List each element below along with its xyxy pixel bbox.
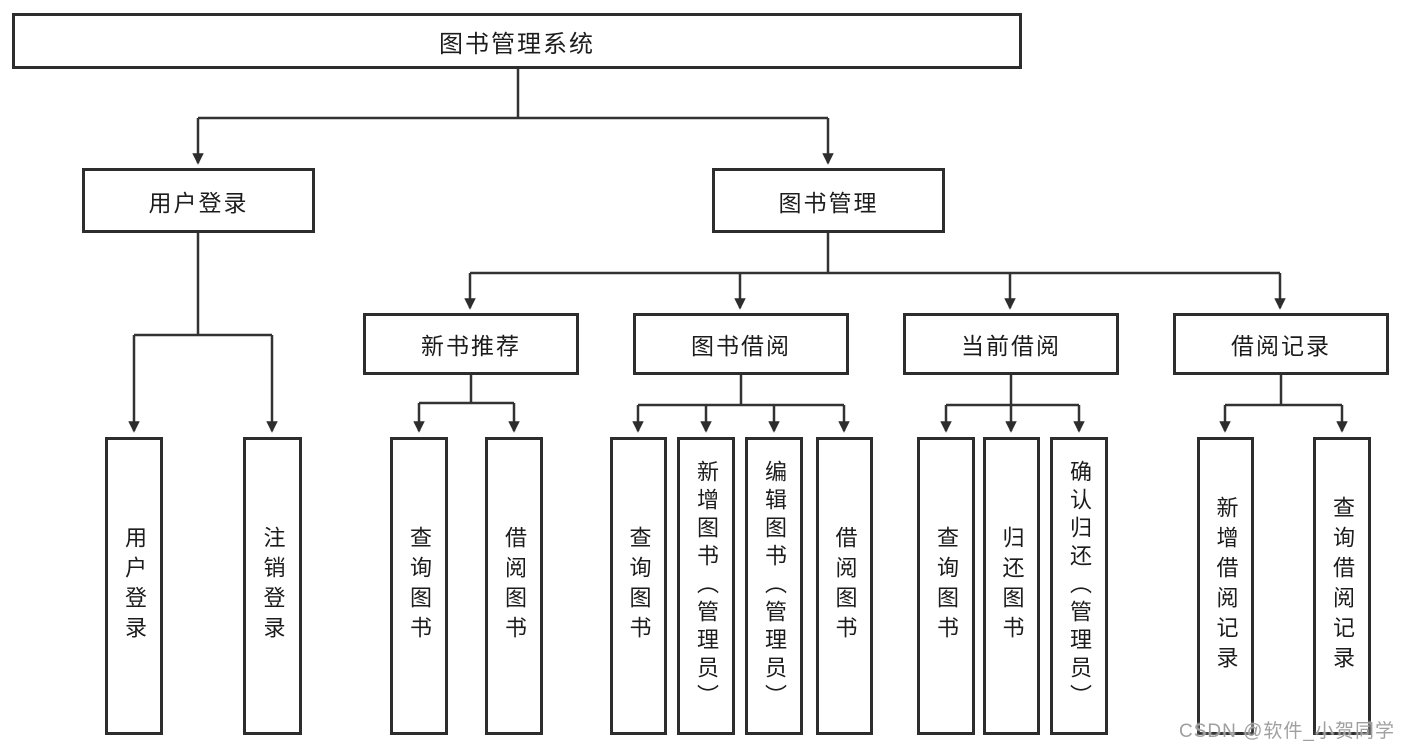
leaf-return-book: 归还图书 [983,437,1040,735]
leaf-edit-book-admin-label: 编辑图书（管理员） [762,460,787,712]
leaf-query-book-borrow: 查询图书 [610,437,667,735]
leaf-query-borrow-record-label: 查询借阅记录 [1330,496,1355,676]
leaf-add-borrow-record-label: 新增借阅记录 [1213,496,1239,676]
leaf-confirm-return-admin-label: 确认归还（管理员） [1067,460,1092,712]
leaf-logout: 注销登录 [243,437,302,735]
leaf-add-book-admin-label: 新增图书（管理员） [694,460,719,712]
node-book-borrow: 图书借阅 [633,313,849,375]
node-user-login: 用户登录 [82,168,315,233]
leaf-logout-label: 注销登录 [260,526,286,646]
node-borrow-records: 借阅记录 [1173,313,1389,375]
node-current-borrow: 当前借阅 [903,313,1119,375]
csdn-watermark: CSDN @软件_小贺同学 [1179,721,1395,742]
leaf-borrow-book-recommend: 借阅图书 [485,437,543,735]
leaf-query-book-recommend-label: 查询图书 [407,526,432,646]
leaf-user-login-label: 用户登录 [122,526,147,646]
leaf-confirm-return-admin: 确认归还（管理员） [1050,437,1108,735]
leaf-borrow-book-borrow-label: 借阅图书 [832,526,858,646]
leaf-query-book-current: 查询图书 [917,437,975,735]
node-book-management: 图书管理 [712,168,945,233]
leaf-borrow-book-recommend-label: 借阅图书 [502,526,527,646]
leaf-query-book-recommend: 查询图书 [390,437,448,735]
node-root: 图书管理系统 [12,13,1022,69]
leaf-user-login: 用户登录 [105,437,163,735]
leaf-edit-book-admin: 编辑图书（管理员） [745,437,803,735]
leaf-return-book-label: 归还图书 [999,526,1025,646]
leaf-borrow-book-borrow: 借阅图书 [816,437,873,735]
leaf-add-borrow-record: 新增借阅记录 [1197,437,1254,735]
leaf-query-borrow-record: 查询借阅记录 [1313,437,1371,735]
node-new-book-recommend: 新书推荐 [363,313,579,375]
leaf-query-book-current-label: 查询图书 [934,526,959,646]
leaf-query-book-borrow-label: 查询图书 [626,526,652,646]
leaf-add-book-admin: 新增图书（管理员） [677,437,735,735]
